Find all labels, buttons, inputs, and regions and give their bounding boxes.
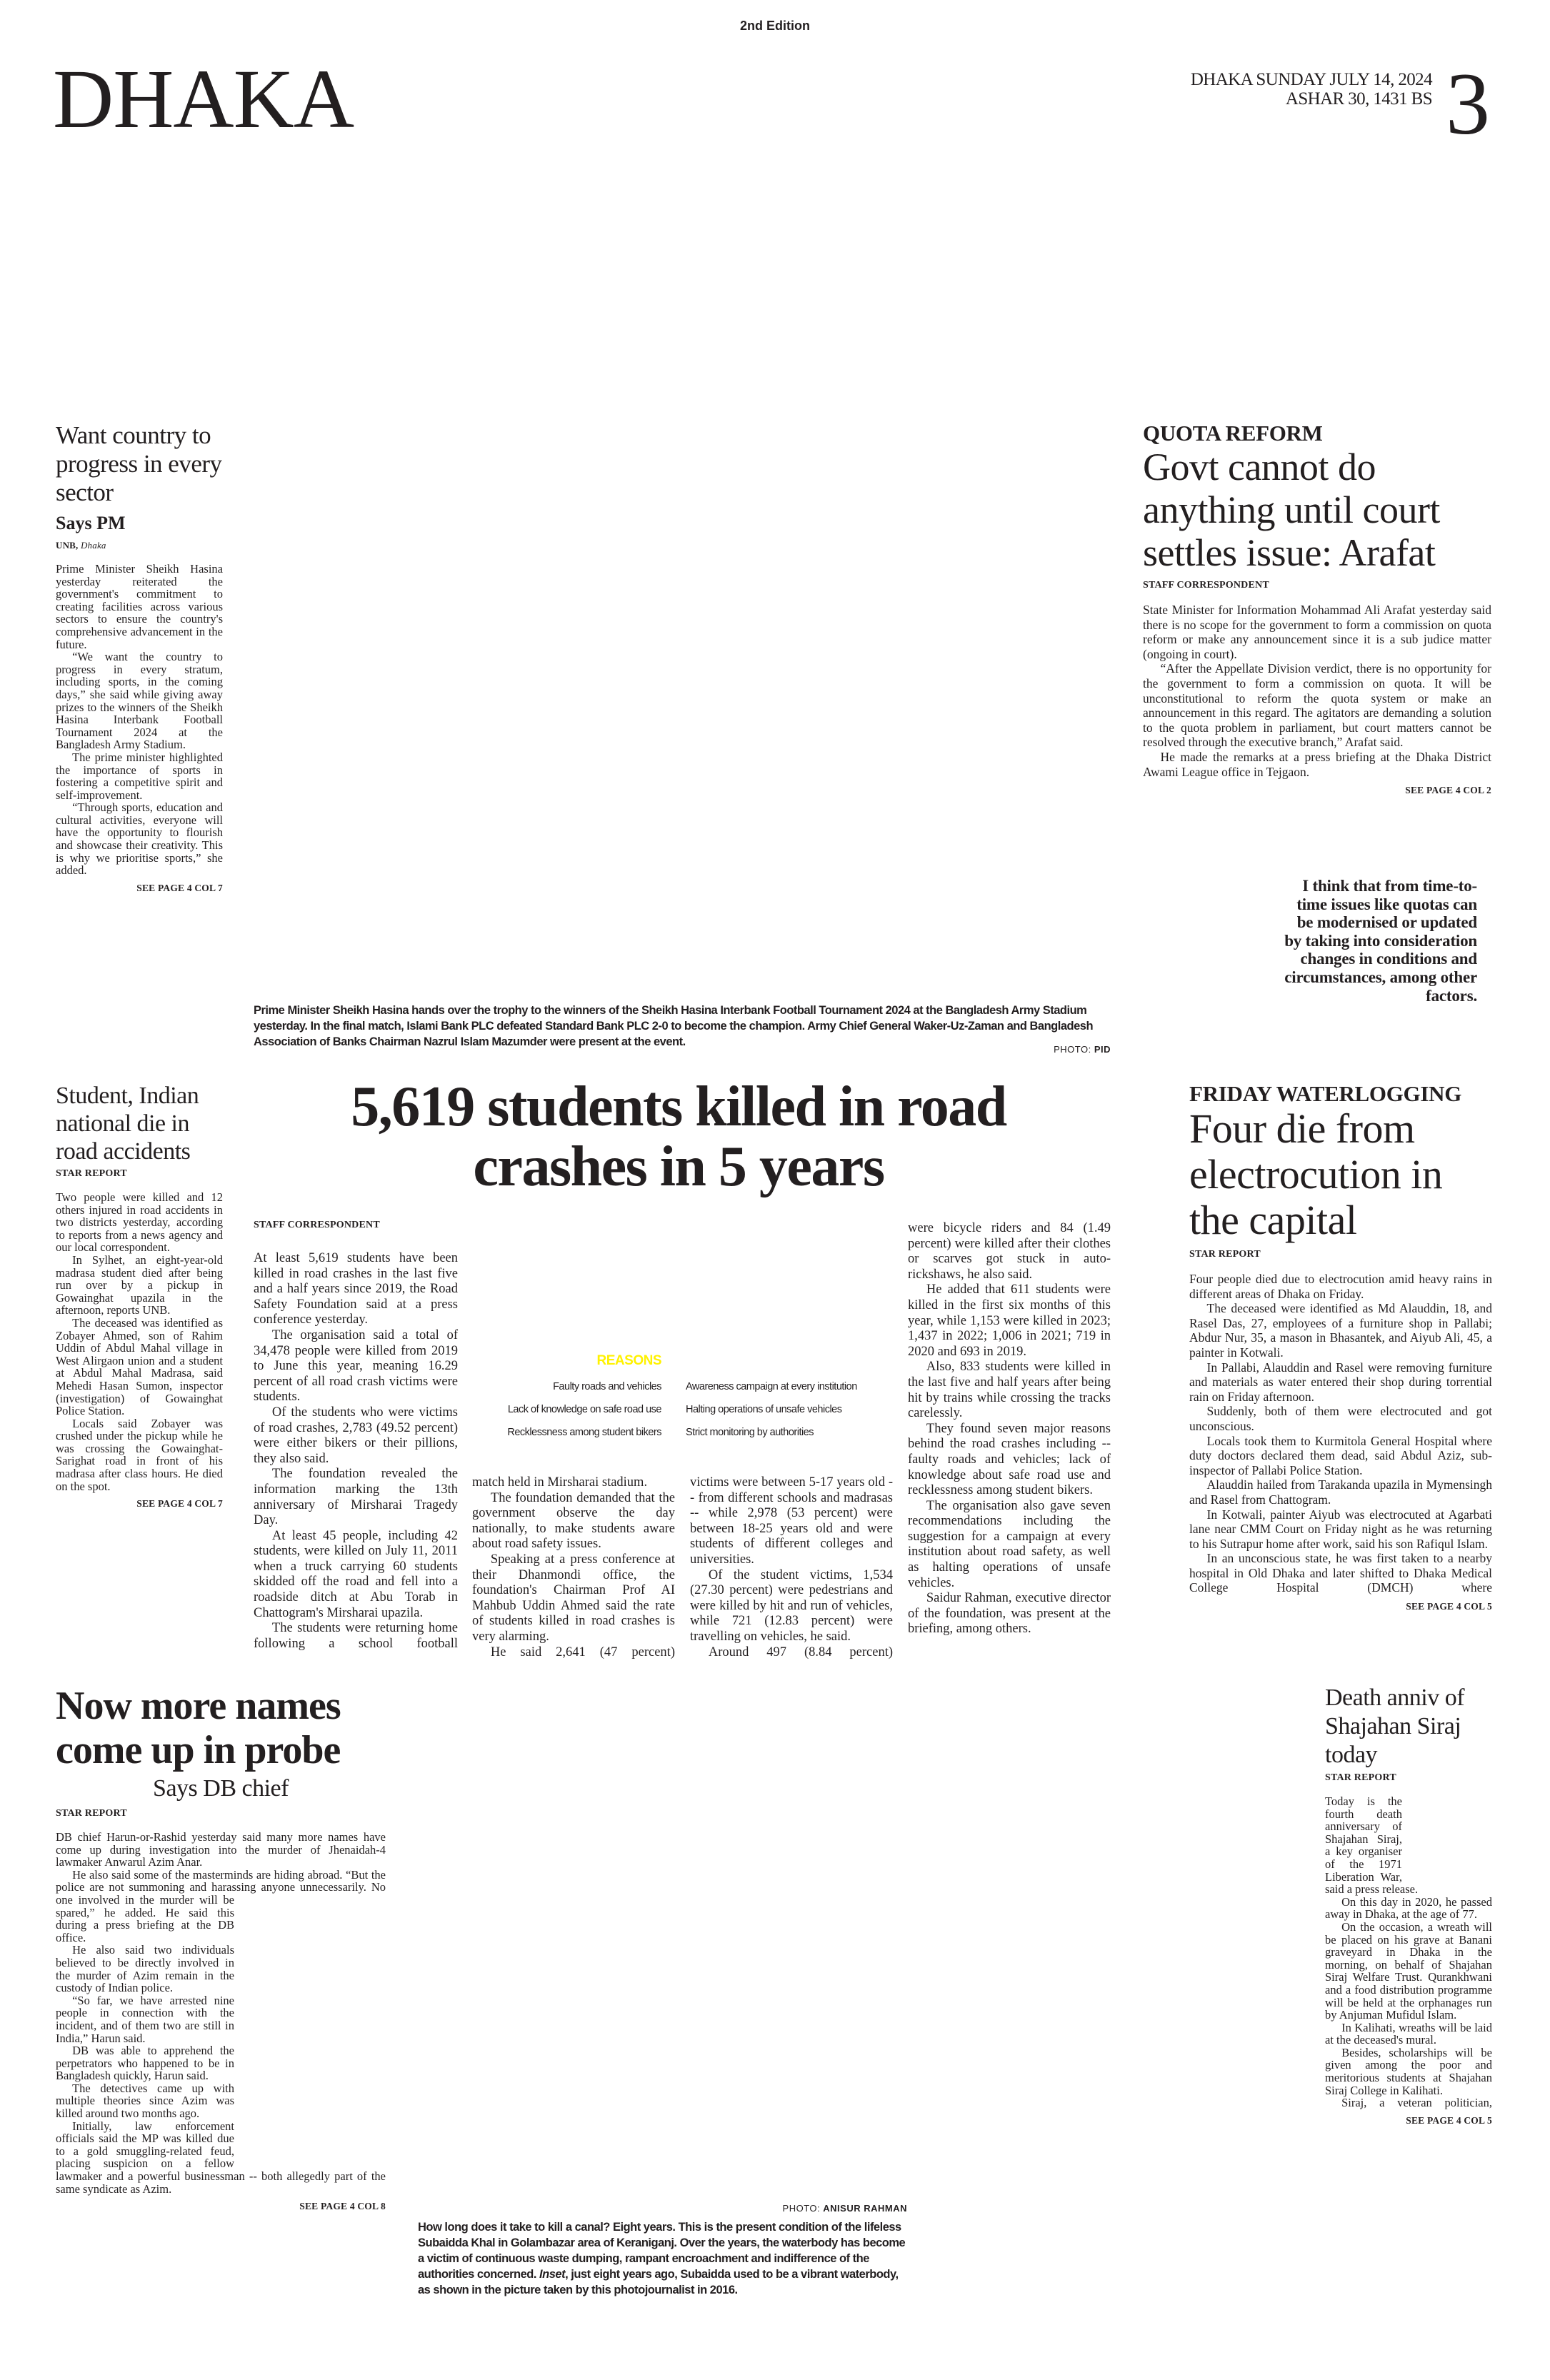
lead-column-2: match held in Mirsharai stadium. The fou… [472,1475,675,1660]
headline: Death anniv of Shajahan Siraj today [1325,1684,1465,1768]
article-pm-sports: Want country to progress in every sector… [56,421,223,894]
article-body: DB chief Harun-or-Rashid yesterday said … [56,1830,386,2196]
recommendation-item: Strict monitoring by authorities [686,1427,814,1438]
article-body: Prime Minister Sheikh Hasina yesterday r… [56,562,223,878]
headline: Student, Indian national die in road acc… [56,1083,199,1165]
photo-credit: PHOTO: ANISUR RAHMAN [782,2203,907,2214]
byline: STAR REPORT [1325,1772,1396,1783]
jump-link[interactable]: SEE PAGE 4 COL 7 [136,882,223,893]
reason-item: Lack of knowledge on safe road use [507,1404,662,1415]
recommendation-item: Halting operations of unsafe vehicles [686,1404,842,1415]
subhead: Says PM [56,513,126,533]
edition-label: 2nd Edition [740,19,810,33]
date-line: DHAKA SUNDAY JULY 14, 2024 [1190,70,1433,89]
section-title: DHAKA [53,52,354,146]
lead-column-1: At least 5,619 students have been killed… [254,1251,458,1651]
lead-byline: STAFF CORRESPONDENT [254,1220,380,1230]
article-road-accidents: Student, Indian national die in road acc… [56,1082,223,1510]
headline: Now more names come up in probe [56,1684,341,1772]
kicker: FRIDAY WATERLOGGING [1189,1081,1462,1106]
byline: STAFF CORRESPONDENT [1143,580,1269,591]
headline: Four die from electrocution in the capit… [1189,1105,1443,1243]
article-body: State Minister for Information Mohammad … [1143,603,1491,779]
reasons-list: Faulty roads and vehicles Lack of knowle… [457,1375,661,1444]
headline: Want country to progress in every sector [56,421,222,506]
article-body: Two people were killed and 12 others inj… [56,1190,223,1493]
infographic-title: REASONS [596,1353,662,1368]
article-body: Today is the fourth death anniversary of… [1325,1794,1492,2110]
pull-quote: I think that from time-to-time issues li… [1284,877,1477,1005]
jump-link[interactable]: SEE PAGE 4 COL 5 [1406,1601,1492,1612]
photo-credit: PHOTO: PID [1054,1044,1111,1055]
article-db-probe: Now more names come up in probe Says DB … [56,1684,386,2212]
subhead: Says DB chief [153,1775,289,1802]
photo-caption: Prime Minister Sheikh Hasina hands over … [254,1004,1094,1048]
jump-link[interactable]: SEE PAGE 4 COL 5 [1406,2114,1492,2126]
bangla-date: ASHAR 30, 1431 BS [1285,89,1433,109]
recommendation-item: Awareness campaign at every institution [686,1381,857,1392]
headline: Govt cannot do anything until court sett… [1143,446,1440,574]
recommendations-list: Awareness campaign at every institution … [686,1375,893,1444]
article-electrocution: FRIDAY WATERLOGGING Four die from electr… [1189,1082,1492,1612]
article-shajahan-siraj: Death anniv of Shajahan Siraj today STAR… [1325,1684,1492,2127]
photo-caption: How long does it take to kill a canal? E… [418,2221,906,2296]
dateline: DHAKA SUNDAY JULY 14, 2024 ASHAR 30, 143… [1190,70,1433,109]
article-quota-reform: QUOTA REFORM Govt cannot do anything unt… [1143,421,1491,796]
kicker: QUOTA REFORM [1143,421,1323,446]
lead-column-3: victims were between 5-17 years old -- f… [690,1475,893,1660]
jump-link[interactable]: SEE PAGE 4 COL 8 [299,2201,386,2212]
reason-item: Recklessness among student bikers [507,1427,661,1438]
page-number: 3 [1446,55,1490,153]
byline: STAR REPORT [56,1808,127,1819]
reason-item: Faulty roads and vehicles [553,1381,661,1392]
lead-headline: 5,619 students killed in road crashes in… [351,1075,1007,1198]
lead-column-4: were bicycle riders and 84 (1.49 percent… [908,1221,1111,1637]
byline: STAR REPORT [56,1168,127,1179]
byline: STAR REPORT [1189,1249,1261,1260]
jump-link[interactable]: SEE PAGE 4 COL 2 [1405,785,1491,796]
byline: UNB, Dhaka [56,540,106,551]
jump-link[interactable]: SEE PAGE 4 COL 7 [136,1498,223,1510]
article-body: Four people died due to electrocution am… [1189,1272,1492,1595]
